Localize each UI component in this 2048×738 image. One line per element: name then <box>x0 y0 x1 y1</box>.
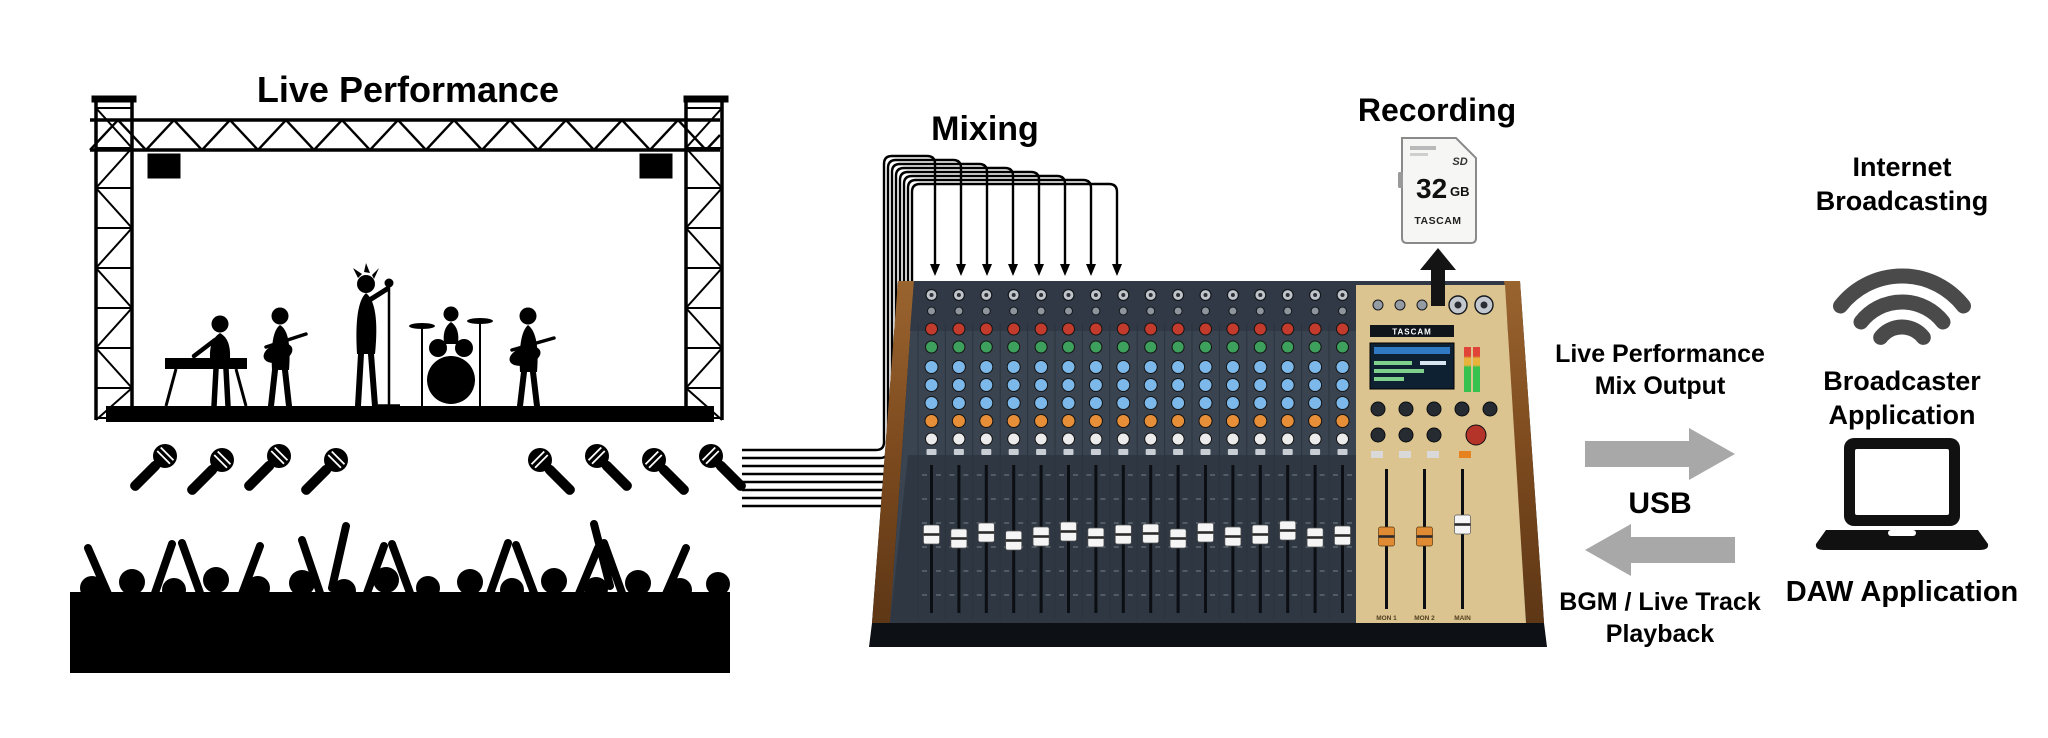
microphone-icon <box>636 442 697 503</box>
bgm-line1: BGM / Live Track <box>1559 588 1761 616</box>
usb-return-arrow-icon <box>1585 524 1735 576</box>
broadcast-waves-icon <box>1833 268 1971 345</box>
mixer-fader-label-main: MAIN <box>1454 615 1471 622</box>
cable-arrowheads <box>930 264 1122 276</box>
sd-upload-arrow-icon <box>1420 248 1456 306</box>
microphone-icon <box>236 438 297 499</box>
band-silhouette-icon <box>106 263 714 422</box>
microphone-icon <box>179 442 240 503</box>
usb-output-arrow-icon <box>1585 428 1735 480</box>
bgm-playback-label: BGM / Live Track Playback <box>1530 586 1790 650</box>
broadcaster-application-label: Broadcaster Application <box>1782 364 2022 432</box>
microphone-icon <box>293 442 354 503</box>
recording-label: Recording <box>1357 92 1517 128</box>
mixer-illustration: TASCAM <box>869 281 1547 647</box>
mixer-brand-label: TASCAM <box>1392 328 1432 337</box>
usb-label: USB <box>1628 487 1692 520</box>
mixer-master-buttons <box>1371 451 1471 458</box>
internet-line2: Broadcasting <box>1815 186 1989 216</box>
internet-line1: Internet <box>1852 152 1952 182</box>
daw-application-label: DAW Application <box>1785 576 2019 608</box>
mix-output-line1: Live Performance <box>1555 340 1765 368</box>
sd-logo: SD <box>1452 156 1467 168</box>
stage-illustration <box>70 95 750 673</box>
sd-card-icon: SD 32 GB TASCAM <box>1398 137 1477 244</box>
stage-truss-icon <box>89 95 729 421</box>
sd-capacity-unit: GB <box>1450 184 1470 199</box>
broadcaster-line2: Application <box>1828 400 1976 430</box>
mixer-level-meters <box>1464 347 1480 392</box>
internet-broadcasting-label: Internet Broadcasting <box>1782 150 2022 218</box>
mixer-master-faders <box>1378 469 1471 609</box>
broadcaster-line1: Broadcaster <box>1823 366 1981 396</box>
mixer-wood-panel-right <box>1504 281 1544 623</box>
mixing-label: Mixing <box>931 110 1039 148</box>
mixer-front-face <box>869 623 1547 647</box>
microphone-icon <box>579 438 640 499</box>
microphones-group <box>122 438 750 503</box>
bgm-line2: Playback <box>1605 620 1715 648</box>
laptop-icon <box>1815 438 1989 550</box>
sd-capacity: 32 <box>1416 173 1447 204</box>
mixer-fader-label-mon1: MON 1 <box>1376 615 1397 622</box>
mix-output-label: Live Performance Mix Output <box>1540 338 1780 402</box>
crowd-icon <box>70 520 730 673</box>
mixer-wood-panel-left <box>872 281 914 623</box>
live-performance-title: Live Performance <box>256 69 560 110</box>
mix-output-line2: Mix Output <box>1594 372 1726 400</box>
mixer-fader-label-mon2: MON 2 <box>1414 615 1435 622</box>
microphone-icon <box>522 442 583 503</box>
sd-brand: TASCAM <box>1414 215 1461 227</box>
mixer-master-knobs <box>1370 401 1498 446</box>
mixer-master-section: TASCAM <box>1356 285 1526 623</box>
mixer-lcd <box>1369 342 1455 390</box>
microphone-icon <box>122 438 183 499</box>
